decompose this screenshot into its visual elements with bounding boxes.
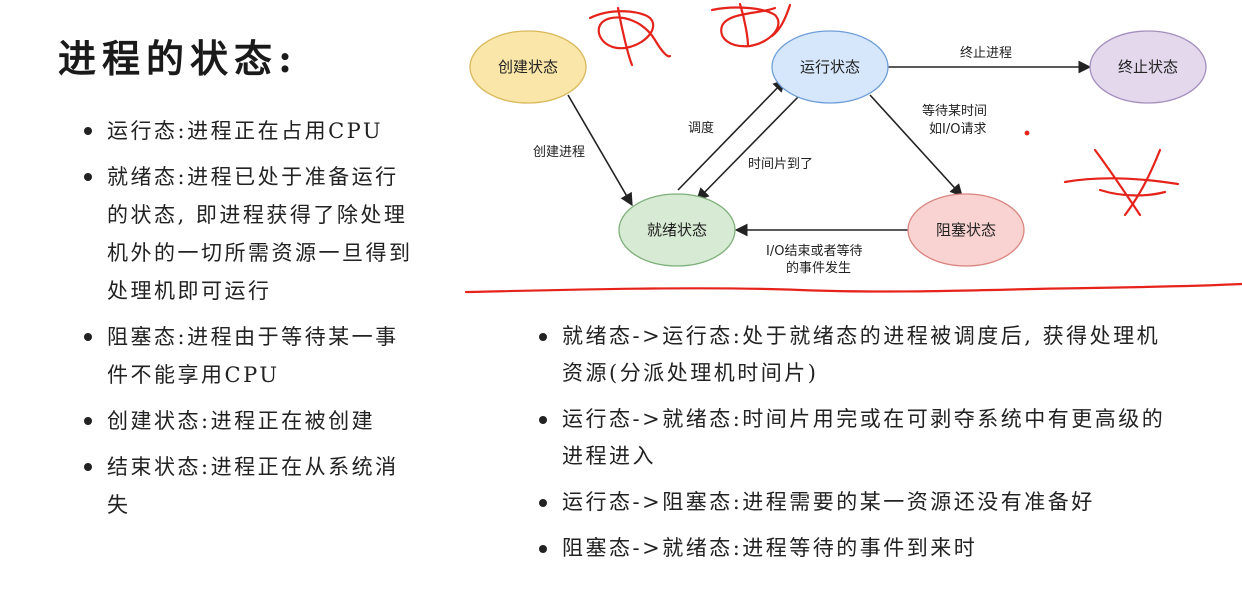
scribble-1 bbox=[588, 6, 672, 67]
edge-label-time-slice: 时间片到了 bbox=[748, 157, 813, 172]
state-definitions-list: 运行态:进程正在占用CPU 就绪态:进程已处于准备运行的状态, 即进程获得了除处… bbox=[82, 112, 422, 532]
page-title: 进程的状态: bbox=[58, 36, 299, 81]
list-item-ready-to-run: 就绪态->运行态:处于就绪态的进程被调度后, 获得处理机资源(分派处理机时间片) bbox=[537, 318, 1177, 392]
edge-run-to-blocked bbox=[869, 94, 963, 197]
edge-label-wait-line2: 如I/O请求 bbox=[929, 121, 986, 137]
edge-label-io-done-line1: I/O结束或者等待 bbox=[766, 243, 862, 259]
edge-label-terminate-process: 终止进程 bbox=[960, 45, 1012, 61]
divider-line bbox=[464, 282, 1242, 294]
list-item-blocked-to-ready: 阻塞态->就绪态:进程等待的事件到来时 bbox=[537, 530, 1177, 567]
node-create-label: 创建状态 bbox=[498, 58, 558, 76]
list-item-running: 运行态:进程正在占用CPU bbox=[82, 112, 422, 150]
scribble-3 bbox=[1063, 148, 1180, 217]
list-item-ready: 就绪态:进程已处于准备运行的状态, 即进程获得了除处理机外的一切所需资源一旦得到… bbox=[82, 158, 422, 310]
edge-label-wait-line1: 等待某时间 bbox=[922, 103, 987, 119]
edge-run-to-ready bbox=[696, 94, 801, 201]
list-item-blocked: 阻塞态:进程由于等待某一事件不能享用CPU bbox=[82, 318, 422, 394]
edge-label-schedule: 调度 bbox=[688, 120, 714, 136]
node-run: 运行状态 bbox=[771, 30, 889, 104]
handwritten-scribbles bbox=[464, 2, 1242, 294]
list-item-create: 创建状态:进程正在被创建 bbox=[82, 402, 422, 440]
node-blocked-label: 阻塞状态 bbox=[936, 221, 996, 239]
scribble-2 bbox=[710, 2, 792, 48]
node-blocked: 阻塞状态 bbox=[907, 193, 1025, 267]
node-terminate: 终止状态 bbox=[1089, 30, 1207, 104]
list-item-run-to-blocked: 运行态->阻塞态:进程需要的某一资源还没有准备好 bbox=[537, 484, 1177, 521]
node-ready-label: 就绪状态 bbox=[647, 221, 707, 239]
node-ready: 就绪状态 bbox=[618, 193, 736, 267]
edge-create-to-ready bbox=[567, 94, 633, 207]
edge-label-create-process: 创建进程 bbox=[533, 145, 585, 160]
edge-label-io-done-line2: 的事件发生 bbox=[786, 260, 851, 276]
scribble-dot bbox=[1024, 130, 1030, 136]
list-item-run-to-ready: 运行态->就绪态:时间片用完或在可剥夺系统中有更高级的进程进入 bbox=[537, 401, 1177, 475]
node-terminate-label: 终止状态 bbox=[1118, 58, 1178, 76]
edge-ready-to-run bbox=[677, 79, 786, 191]
node-create: 创建状态 bbox=[469, 30, 587, 104]
transition-descriptions-list: 就绪态->运行态:处于就绪态的进程被调度后, 获得处理机资源(分派处理机时间片)… bbox=[537, 318, 1177, 576]
list-item-end: 结束状态:进程正在从系统消失 bbox=[82, 448, 422, 524]
node-run-label: 运行状态 bbox=[800, 58, 860, 76]
